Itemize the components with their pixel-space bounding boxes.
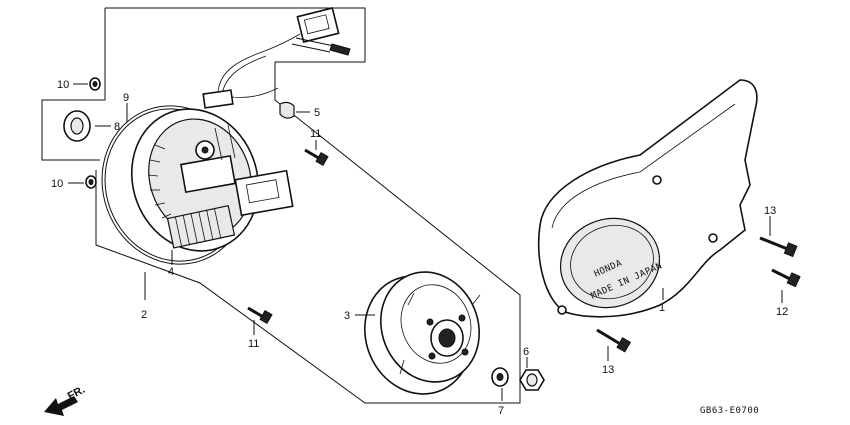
stator-assembly — [130, 108, 294, 252]
label-part-5: 5 — [314, 107, 320, 119]
label-part-13-upper: 13 — [764, 205, 776, 217]
callout-labels: 1 2 3 4 5 6 7 8 9 10 10 11 11 12 13 13 — [51, 79, 788, 417]
label-part-4: 4 — [168, 266, 174, 278]
label-part-6: 6 — [523, 346, 529, 358]
oil-seal — [63, 110, 91, 142]
bolt-13-upper — [759, 236, 798, 258]
label-part-8: 8 — [114, 121, 120, 133]
bolt-13-lower — [596, 328, 632, 353]
label-part-1: 1 — [659, 302, 665, 314]
washer-upper — [89, 77, 101, 91]
leader-lines — [68, 83, 783, 401]
flywheel — [364, 271, 481, 395]
label-part-10-lower: 10 — [51, 178, 63, 190]
bolt-upper — [304, 148, 329, 167]
bolt-lower — [247, 306, 273, 325]
washer-lower — [85, 175, 97, 189]
wire-harness — [202, 7, 351, 109]
crankcase-cover: HONDA MADE IN JAPAN — [537, 79, 758, 318]
diagram-code: GB63-E0700 — [700, 406, 759, 416]
label-part-3: 3 — [344, 310, 350, 322]
bolt-12 — [771, 268, 801, 288]
direction-label: FR. — [66, 384, 87, 403]
flywheel-nut — [519, 369, 545, 391]
label-part-11-lower: 11 — [248, 338, 259, 350]
label-part-13-lower: 13 — [602, 364, 614, 376]
label-part-10-upper: 10 — [57, 79, 69, 91]
flywheel-washer — [491, 367, 509, 387]
label-part-9: 9 — [123, 92, 129, 104]
grommet — [279, 101, 295, 119]
label-part-12: 12 — [776, 306, 788, 318]
label-part-7: 7 — [498, 405, 504, 417]
label-part-2: 2 — [141, 309, 147, 321]
label-part-11-upper: 11 — [310, 128, 321, 140]
assembly-frame — [41, 7, 521, 404]
front-direction-arrow: FR. — [44, 384, 87, 416]
